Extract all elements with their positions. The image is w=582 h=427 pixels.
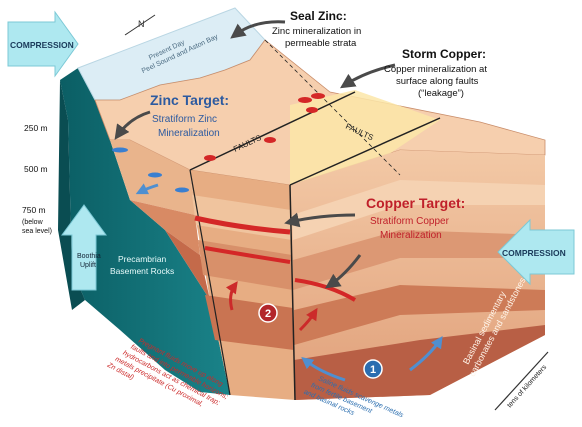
left-section-layer-1 xyxy=(110,140,195,215)
svg-text:tens of kilometers: tens of kilometers xyxy=(506,364,548,410)
copper-target-line-2: Mineralization xyxy=(380,230,442,241)
copper-lens-2 xyxy=(204,246,291,264)
fault-line-1 xyxy=(189,91,356,171)
north-label: N xyxy=(138,19,145,29)
compression-left-label: COMPRESSION xyxy=(10,40,74,50)
copper-lens-1 xyxy=(194,215,291,235)
fluid-arrow-blue-3 xyxy=(135,183,159,195)
zinc-lens-2 xyxy=(148,172,162,178)
storm-copper-arrow xyxy=(339,63,396,89)
copper-target-line-1: Stratiform Copper xyxy=(370,216,450,227)
seal-zinc-line-1: Zinc mineralization in xyxy=(272,26,361,37)
compression-arrow-left xyxy=(7,10,79,78)
fault-block-top xyxy=(290,90,440,185)
boothia-line-2: Uplift xyxy=(80,262,96,269)
zinc-lens-3 xyxy=(175,187,189,193)
scale-label: tens of kilometers xyxy=(506,364,548,410)
right-band-1 xyxy=(292,180,545,240)
marker-2-label: 2 xyxy=(265,308,271,320)
depth-500: 500 m xyxy=(24,164,48,174)
storm-copper-title: Storm Copper: xyxy=(402,47,486,61)
boothia-uplift-arrow xyxy=(61,204,107,291)
copper-target-arrow xyxy=(284,212,356,228)
zinc-target-line-2: Mineralization xyxy=(158,128,220,139)
seal-zinc-arrow xyxy=(230,20,286,39)
storm-copper-line-2: surface along faults xyxy=(396,76,479,87)
compression-right-label: COMPRESSION xyxy=(502,248,566,258)
copper-spot-5 xyxy=(264,137,276,143)
right-band-2 xyxy=(293,230,545,290)
marker-2 xyxy=(258,303,278,323)
marker-1 xyxy=(363,359,383,379)
fault-line-2 xyxy=(289,117,441,186)
fluid-arrow-red-1 xyxy=(225,281,238,311)
fluid-arrow-blue-2 xyxy=(409,336,443,372)
zinc-target-line-1: Stratiform Zinc xyxy=(152,114,217,125)
seal-zinc-title: Seal Zinc: xyxy=(290,9,347,23)
copper-spot-4 xyxy=(204,155,216,161)
boothia-line-1: Boothia xyxy=(77,253,101,260)
fault-line-5 xyxy=(264,39,401,176)
zinc-target-arrow xyxy=(114,110,151,140)
depth-750: 750 m xyxy=(22,205,46,215)
marker-1-label: 1 xyxy=(370,364,376,376)
storm-copper-line-3: (“leakage”) xyxy=(418,88,464,99)
fluid-arrow-red-2 xyxy=(298,307,318,332)
zinc-target-title: Zinc Target: xyxy=(150,92,229,108)
storm-copper-spot-1 xyxy=(298,97,312,103)
precambrian-line-2: Basement Rocks xyxy=(110,266,174,276)
compression-arrow-right xyxy=(497,218,575,286)
storm-copper-spot-3 xyxy=(306,107,318,113)
left-section-layer-3 xyxy=(165,230,210,300)
scale-bar xyxy=(494,351,549,411)
storm-copper-spot-2 xyxy=(311,93,325,99)
depth-250: 250 m xyxy=(24,123,48,133)
copper-target-arrow-2 xyxy=(325,254,362,289)
right-band-3 xyxy=(294,285,545,345)
left-section-layer-2 xyxy=(130,200,200,255)
north-arrow xyxy=(124,14,156,36)
storm-copper-line-1: Copper mineralization at xyxy=(384,64,487,75)
depth-below-2: sea level) xyxy=(22,228,52,235)
seal-zinc-line-2: permeable strata xyxy=(285,38,357,49)
basement-front-edge xyxy=(58,80,85,310)
fault-line-4 xyxy=(189,169,231,396)
depth-below-1: (below xyxy=(22,219,44,226)
fluid-arrow-blue-1 xyxy=(301,357,346,382)
precambrian-line-1: Precambrian xyxy=(118,254,166,264)
zinc-lens-1 xyxy=(112,147,128,153)
basement-block xyxy=(60,68,230,395)
copper-target-title: Copper Target: xyxy=(366,195,465,211)
